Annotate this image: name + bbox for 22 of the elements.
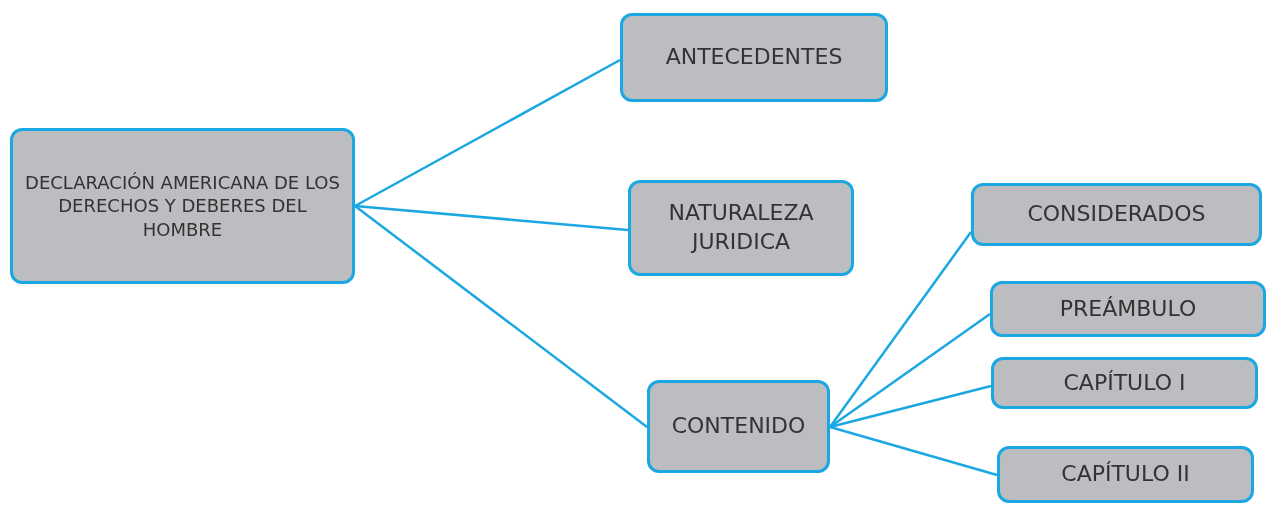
concept-box (10, 128, 355, 284)
connector-line (354, 204, 629, 232)
connector-line (829, 425, 998, 477)
concept-box (997, 446, 1254, 503)
node-label: DECLARACIÓN AMERICANA DE LOS DERECHOS Y DEBERES DEL HOMBRE (24, 170, 341, 242)
concept-box (620, 13, 888, 102)
node-label: ANTECEDENTES (665, 43, 843, 72)
node-label: CAPÍTULO II (1061, 460, 1190, 489)
concept-box (991, 357, 1258, 409)
connector-line (354, 58, 621, 208)
node-label: PREÁMBULO (1059, 294, 1197, 323)
connector-line (829, 231, 972, 428)
node-label: CONSIDERADOS (1027, 200, 1206, 229)
concept-box (647, 380, 830, 473)
node-label: CAPÍTULO I (1063, 368, 1186, 397)
connector-line (829, 384, 992, 429)
concept-box (971, 183, 1262, 246)
node-label: NATURALEZA JURIDICA (667, 199, 815, 256)
node-label: CONTENIDO (671, 412, 806, 441)
connector-line (354, 205, 648, 428)
concept-box (990, 281, 1266, 337)
concept-box (628, 180, 854, 276)
